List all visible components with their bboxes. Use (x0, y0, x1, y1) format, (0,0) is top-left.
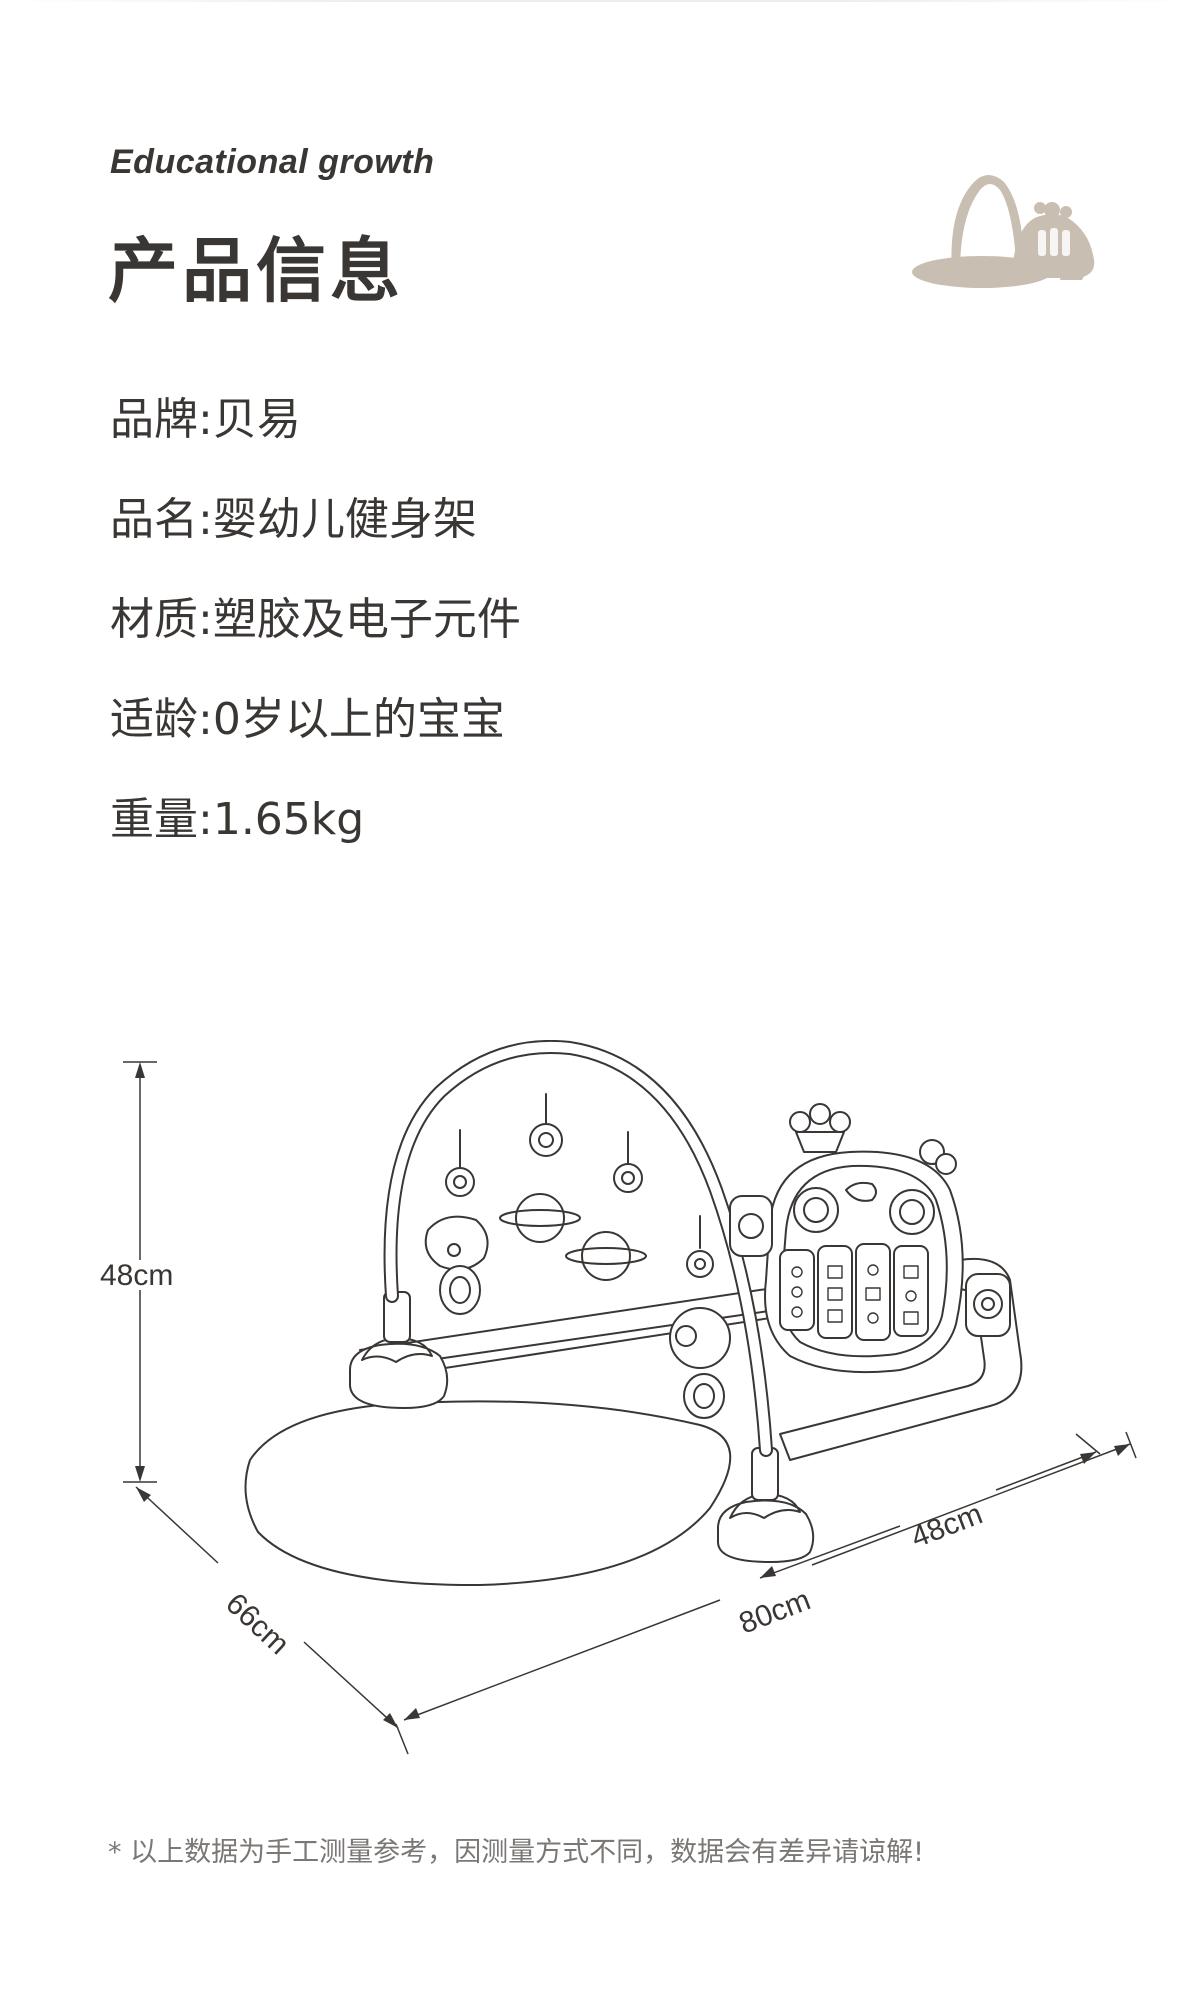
baby-play-gym-icon (912, 175, 1095, 288)
info-brand: 品牌:贝易 (110, 394, 301, 445)
dimension-diagram: 48cm 66cm 80cm 48cm (100, 1040, 1137, 1755)
info-material: 材质:塑胶及电子元件 (110, 594, 521, 645)
page-title: 产品信息 (108, 230, 404, 312)
measurement-disclaimer: * 以上数据为手工测量参考，因测量方式不同，数据会有差异请谅解! (108, 1837, 924, 1868)
product-info-list: 品牌:贝易 品名:婴幼儿健身架 材质:塑胶及电子元件 适龄:0岁以上的宝宝 重量… (110, 390, 521, 890)
height-dimension-label: 48cm (100, 1259, 173, 1292)
panel-width-dimension-label: 48cm (907, 1497, 987, 1554)
baby-play-gym-line-drawing (244, 1040, 1023, 1587)
info-product-name: 品名:婴幼儿健身架 (110, 494, 477, 545)
section-subtitle: Educational growth (110, 143, 435, 181)
width-dimension-label: 80cm (735, 1583, 815, 1640)
depth-dimension-label: 66cm (219, 1587, 295, 1661)
info-weight: 重量:1.65kg (110, 794, 365, 845)
info-age: 适龄:0岁以上的宝宝 (110, 694, 505, 745)
top-divider (0, 0, 1200, 2)
